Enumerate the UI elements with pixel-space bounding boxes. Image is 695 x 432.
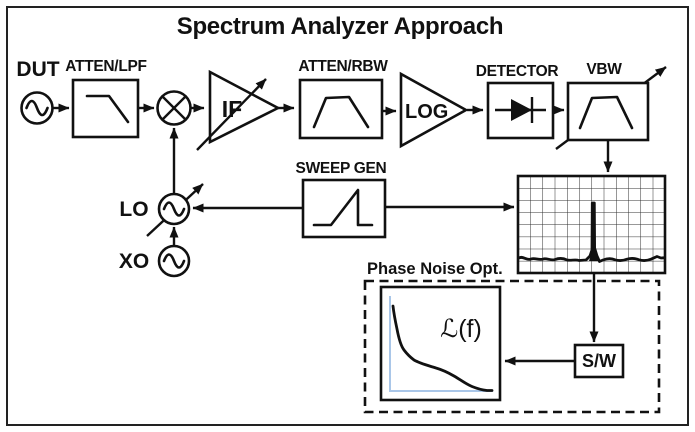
if-label: IF (222, 96, 242, 122)
sw-label: S/W (582, 351, 616, 371)
vbw-label: VBW (586, 61, 622, 78)
sw-block: S/W (573, 343, 625, 379)
bandpass-filter-icon (578, 95, 634, 130)
lo-label: LO (119, 198, 148, 221)
atten-lpf-block (71, 78, 140, 139)
ramp-waveform-icon (312, 188, 374, 227)
sweep-gen-block (301, 178, 387, 239)
phase-noise-curve (391, 304, 494, 392)
phase-noise-title: Phase Noise Opt. (367, 260, 503, 278)
detector-label: DETECTOR (476, 63, 559, 80)
spectrum-peak-marker (589, 247, 600, 261)
vbw-block (555, 66, 667, 150)
phase-noise-plot-label: ℒ(f) (440, 315, 482, 343)
lo-oscillator-icon (146, 183, 204, 237)
spectrum-trace (517, 201, 666, 263)
variable-gain-arrow-icon (196, 78, 267, 151)
atten-rbw-label: ATTEN/RBW (298, 58, 388, 75)
log-amplifier-block: LOG (399, 71, 469, 149)
sweep-gen-label: SWEEP GEN (296, 160, 387, 177)
xo-oscillator-icon (157, 244, 191, 278)
xo-label: XO (119, 250, 149, 273)
diode-icon (495, 97, 546, 123)
spectrum-display (516, 174, 667, 275)
phase-noise-plot: ℒ(f) (379, 285, 502, 402)
if-amplifier-block: IF (196, 69, 281, 151)
mixer-icon (156, 90, 192, 126)
log-label: LOG (405, 101, 448, 123)
atten-lpf-label: ATTEN/LPF (65, 58, 146, 75)
plot-axes-icon (389, 296, 493, 392)
phase-noise-dashed-box (363, 279, 661, 414)
detector-block (486, 81, 555, 140)
diagram-title: Spectrum Analyzer Approach (177, 13, 504, 40)
atten-rbw-block (298, 78, 384, 140)
lowpass-filter-icon (85, 94, 130, 124)
bandpass-filter-icon (312, 95, 370, 129)
dut-source-icon (20, 91, 54, 125)
dut-label: DUT (16, 58, 59, 81)
